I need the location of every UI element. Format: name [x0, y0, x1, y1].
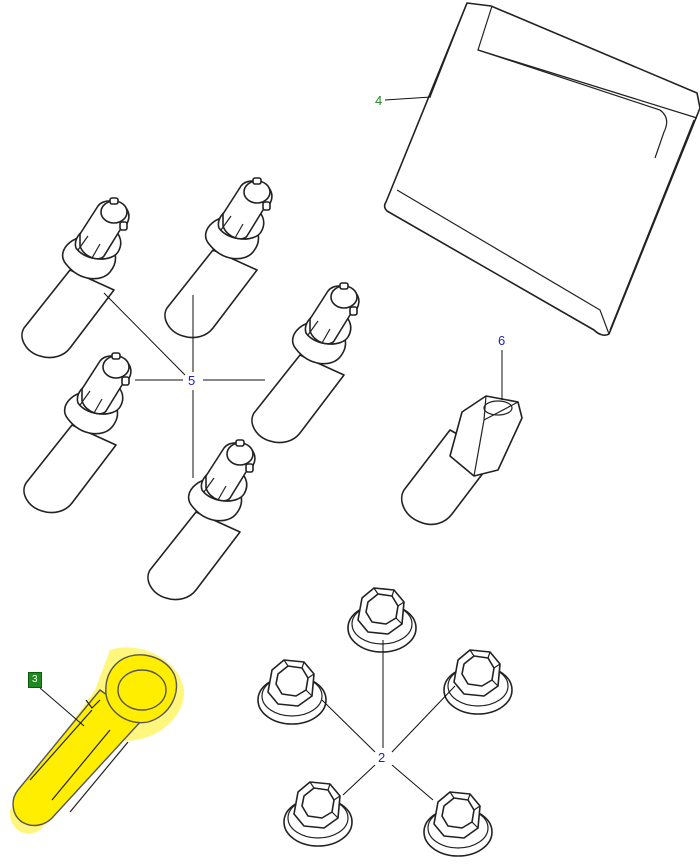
locking-key-highlighted [9, 647, 185, 834]
callout-6[interactable]: 6 [498, 333, 506, 348]
wheel-nut-5 [423, 791, 493, 857]
callout-2[interactable]: 2 [378, 750, 386, 765]
callout-4[interactable]: 4 [375, 93, 383, 108]
locking-bolt-2 [164, 177, 273, 339]
leaders-2 [321, 640, 456, 801]
pouch-bag [383, 2, 700, 336]
key-adapter [400, 395, 523, 526]
locking-bolt-4 [23, 352, 132, 514]
wheel-nut-1 [347, 587, 417, 653]
locking-bolt-1 [21, 197, 130, 359]
leader-3 [39, 687, 85, 727]
leader-4 [384, 96, 432, 101]
locking-bolt-3 [251, 282, 360, 444]
wheel-nut-4 [283, 781, 353, 847]
callout-3[interactable]: 3 [28, 672, 42, 688]
wheel-nut-2 [257, 659, 327, 725]
callout-5[interactable]: 5 [188, 373, 196, 388]
wheel-nut-3 [443, 649, 513, 715]
locking-bolt-5 [147, 439, 256, 601]
leaders-5 [103, 292, 265, 478]
